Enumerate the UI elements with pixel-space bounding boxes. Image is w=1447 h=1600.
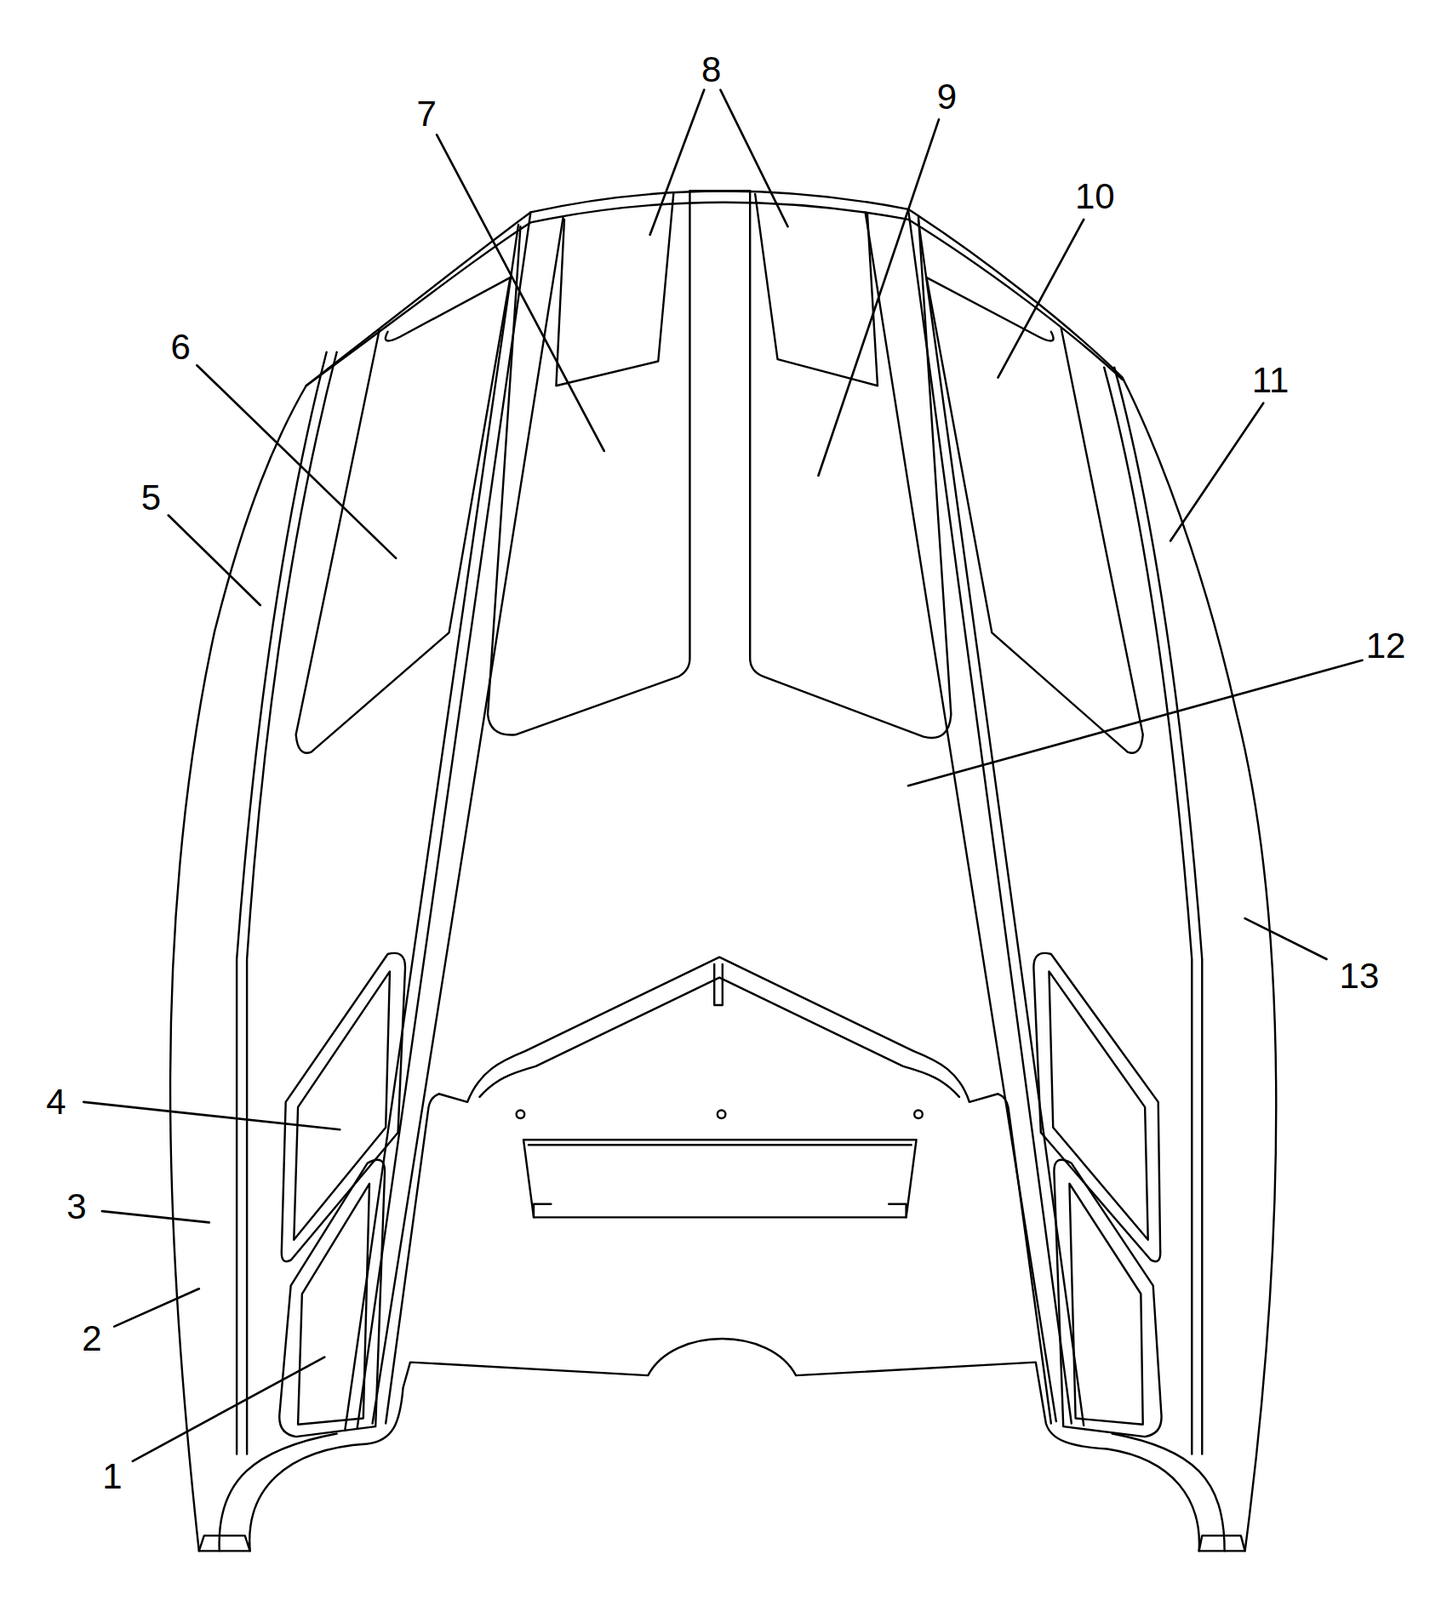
- callout-number: 3: [66, 1189, 86, 1225]
- callout-number: 13: [1339, 958, 1380, 995]
- callout-number: 4: [45, 1084, 66, 1121]
- callout-number: 6: [171, 329, 191, 366]
- callout-number: 10: [1075, 178, 1116, 215]
- callout-number: 12: [1366, 628, 1407, 664]
- callout-number: 5: [141, 480, 161, 516]
- callout-number: 9: [937, 79, 957, 115]
- callout-number: 11: [1252, 362, 1290, 399]
- callout-number: 1: [102, 1458, 122, 1495]
- callout-number: 8: [701, 51, 721, 88]
- callout-number: 7: [416, 96, 436, 132]
- callout-number: 2: [81, 1321, 102, 1357]
